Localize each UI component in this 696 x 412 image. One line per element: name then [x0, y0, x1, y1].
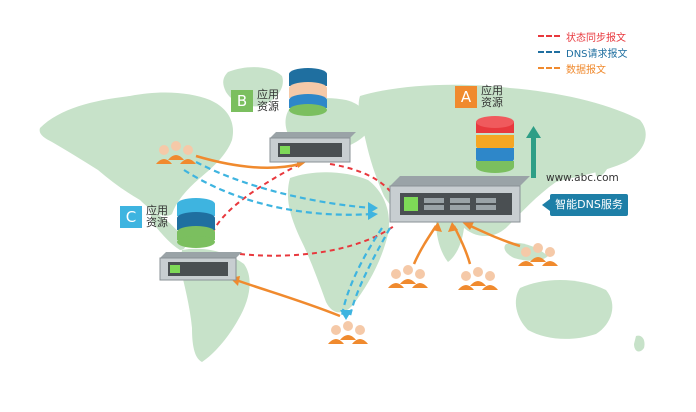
data-arrowhead-a1 [432, 222, 442, 232]
legend: 状态同步报文 DNS请求报文 数据报文 [538, 28, 688, 76]
node-c-badge: C [120, 206, 142, 228]
continent-north-america [39, 92, 234, 216]
user-group-east-asia [518, 243, 558, 266]
user-group-asia-1 [388, 265, 428, 288]
data-arrowhead-a2 [448, 222, 458, 232]
site-url: www.abc.com [546, 172, 619, 184]
dns-arrowheads [340, 202, 378, 320]
node-a-label: 应用 资源 [481, 85, 503, 109]
legend-swatch-data [538, 67, 560, 69]
node-a-line2: 资源 [481, 96, 503, 109]
server-b [269, 132, 356, 163]
legend-item-dns: DNS请求报文 [538, 44, 688, 60]
node-c-line1: 应用 [146, 204, 168, 217]
database-b [289, 68, 327, 116]
data-lines [195, 154, 521, 318]
user-group-asia-2 [458, 267, 498, 290]
dns-line-sa-1 [348, 227, 391, 317]
legend-item-data: 数据报文 [538, 60, 688, 76]
continent-africa [287, 172, 390, 313]
legend-swatch-sync [538, 35, 560, 37]
legend-item-sync: 状态同步报文 [538, 28, 688, 44]
legend-label-sync: 状态同步报文 [566, 32, 626, 44]
smart-dns-service-label: 智能DNS服务 [542, 194, 628, 216]
legend-label-data: 数据报文 [566, 64, 606, 76]
up-arrow [526, 126, 541, 178]
data-line-asia-a-1 [412, 225, 438, 265]
up-arrow-head [526, 126, 541, 138]
central-america [150, 210, 186, 250]
continent-australia [515, 279, 613, 339]
dns-arrowhead-3 [340, 310, 352, 320]
node-b-line2: 资源 [257, 100, 279, 113]
dns-lines [183, 161, 391, 317]
node-a-line1: 应用 [481, 84, 503, 97]
data-line-na-b [195, 154, 301, 169]
data-arrowhead-a3 [462, 222, 474, 230]
database-a [476, 116, 514, 173]
node-b-label: 应用 资源 [257, 89, 279, 113]
dns-line-sa-2 [340, 227, 383, 317]
user-group-south-america [328, 321, 368, 344]
node-b-badge: B [231, 90, 253, 112]
node-b-line1: 应用 [257, 88, 279, 101]
server-a [389, 176, 530, 223]
node-c-label: 应用 资源 [146, 205, 168, 229]
sync-line-c-a [239, 225, 395, 257]
server-c [159, 252, 242, 281]
node-a-badge: A [455, 86, 477, 108]
user-group-north-america [156, 141, 196, 164]
new-zealand [634, 335, 645, 352]
dns-line-na-2 [183, 169, 373, 216]
up-arrow-shaft [531, 136, 536, 178]
india [436, 209, 464, 262]
sync-lines [211, 163, 395, 257]
japan [595, 148, 612, 177]
legend-swatch-dns [538, 51, 560, 53]
node-c-line2: 资源 [146, 216, 168, 229]
legend-label-dns: DNS请求报文 [566, 48, 628, 60]
dns-arrowhead-2 [368, 210, 378, 220]
database-c [177, 198, 215, 248]
data-line-sa-c [235, 278, 341, 318]
dns-line-na-1 [195, 161, 373, 210]
sync-line-b-a [329, 163, 395, 197]
data-arrowheads [230, 158, 474, 286]
